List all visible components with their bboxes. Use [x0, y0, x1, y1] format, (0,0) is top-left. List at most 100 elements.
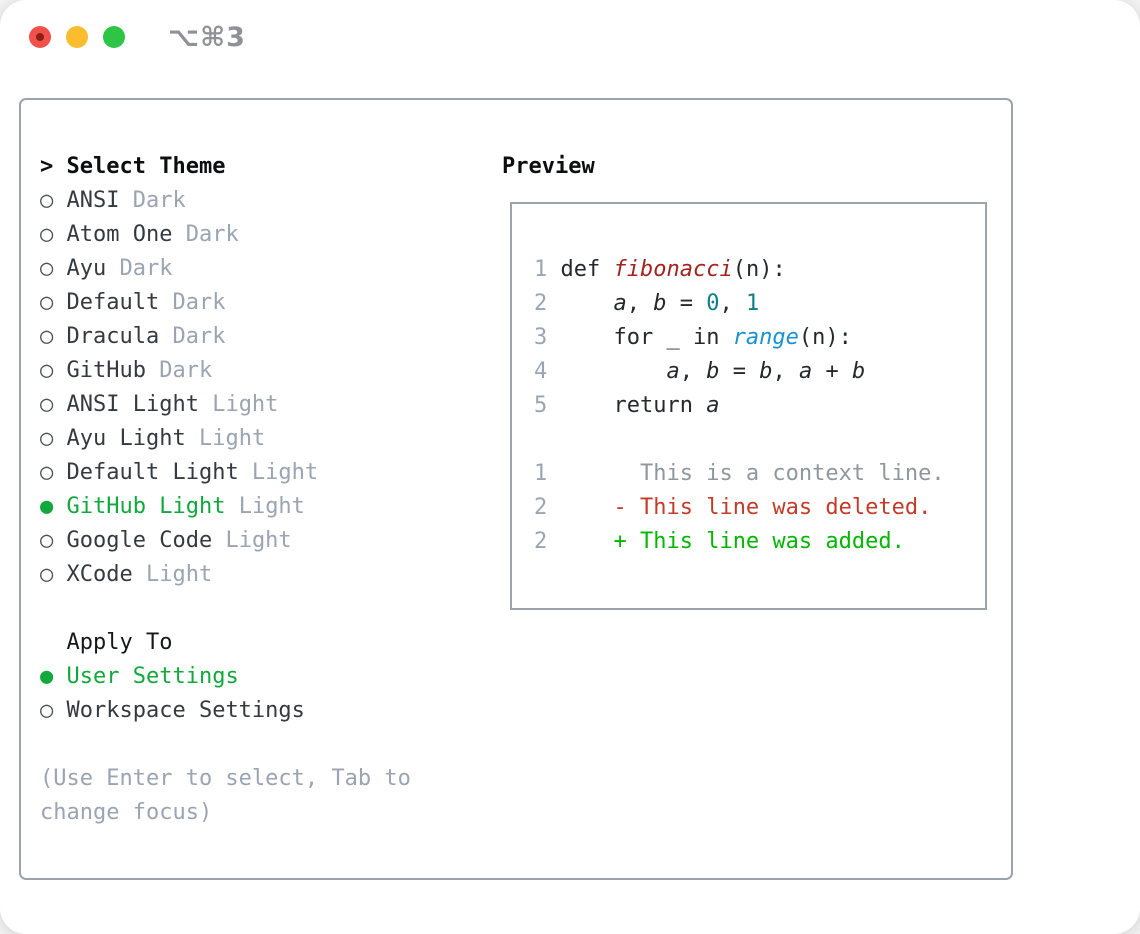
theme-option[interactable]: ○ Google Code Light [40, 524, 440, 558]
radio-icon: ○ [40, 528, 67, 553]
radio-icon: ● [40, 494, 67, 519]
line-number: 2 [534, 291, 561, 316]
radio-icon: ○ [40, 460, 67, 485]
keyboard-hint: (Use Enter to select, Tab to change focu… [40, 766, 411, 825]
code-token: = [719, 359, 760, 384]
code-token [561, 529, 614, 554]
prompt-icon: > [40, 154, 54, 179]
code-token: (n): [732, 257, 786, 282]
radio-icon: ○ [40, 256, 67, 281]
radio-icon: ○ [40, 324, 67, 349]
variant-tag: Light [225, 494, 305, 519]
code-token: + [812, 359, 852, 384]
option-label: Google Code [66, 528, 213, 553]
code-token: a [798, 359, 813, 384]
code-token: - This line was deleted. [613, 495, 932, 520]
code-token: + This line was added. [613, 529, 905, 554]
radio-icon: ○ [40, 562, 67, 587]
theme-option[interactable]: ○ Ayu Light Light [40, 422, 440, 456]
code-token: b [653, 291, 667, 316]
variant-tag: Dark [145, 358, 213, 383]
line-number: 2 [534, 529, 561, 554]
variant-tag: Dark [159, 290, 226, 315]
spacer [40, 728, 440, 762]
code-token: a [706, 393, 720, 418]
preview-title: Preview [502, 154, 595, 179]
theme-option[interactable]: ○ Atom One Dark [40, 218, 440, 252]
apply-to-list: ● User Settings○ Workspace Settings [40, 660, 440, 728]
code-token: (n): [798, 325, 852, 350]
spacer [40, 592, 440, 626]
option-label: User Settings [66, 664, 239, 689]
radio-icon: ● [40, 664, 67, 689]
code-line: 1 This is a context line. [534, 457, 985, 491]
option-label: Atom One [66, 222, 173, 247]
code-token: b [706, 359, 720, 384]
option-label: GitHub [66, 358, 146, 383]
code-token: return [560, 393, 707, 418]
minimize-button[interactable] [66, 26, 88, 48]
right-column: Preview 1 def fibonacci(n):2 a, b = 0, 1… [502, 150, 987, 610]
code-token: def [560, 257, 614, 282]
modified-dot-icon [36, 33, 44, 41]
variant-tag: Light [185, 426, 266, 451]
code-line: 1 def fibonacci(n): [534, 253, 985, 287]
apply-to-header: Apply To [40, 626, 440, 660]
code-token: , [626, 291, 654, 316]
window-title: ⌥⌘3 [168, 22, 246, 53]
line-number: 1 [534, 461, 561, 486]
code-token: range [732, 325, 799, 350]
code-token [561, 359, 667, 384]
code-token: This is a context line. [560, 461, 945, 486]
code-token: , [719, 291, 746, 316]
theme-option[interactable]: ○ Default Dark [40, 286, 440, 320]
code-line [534, 423, 985, 457]
code-token: for _ in [560, 325, 733, 350]
variant-tag: Light [198, 392, 279, 417]
line-number: 4 [534, 359, 561, 384]
titlebar: ⌥⌘3 [0, 0, 1140, 74]
theme-option[interactable]: ○ Dracula Dark [40, 320, 440, 354]
apply-to-option[interactable]: ● User Settings [40, 660, 440, 694]
option-label: XCode [66, 562, 133, 587]
radio-icon: ○ [40, 426, 67, 451]
code-line: 2 - This line was deleted. [534, 491, 985, 525]
code-line: 5 return a [534, 389, 985, 423]
theme-option[interactable]: ○ XCode Light [40, 558, 440, 592]
theme-option[interactable]: ○ Ayu Dark [40, 252, 440, 286]
code-line: 3 for _ in range(n): [534, 321, 985, 355]
code-token: b [851, 359, 866, 384]
line-number: 1 [534, 257, 561, 282]
code-line: 4 a, b = b, a + b [534, 355, 985, 389]
code-token: , [772, 359, 799, 384]
theme-option[interactable]: ● GitHub Light Light [40, 490, 440, 524]
code-token [561, 291, 614, 316]
code-token: , [679, 359, 707, 384]
option-label: Workspace Settings [66, 698, 305, 723]
theme-option[interactable]: ○ GitHub Dark [40, 354, 440, 388]
apply-to-option[interactable]: ○ Workspace Settings [40, 694, 440, 728]
line-number: 2 [534, 495, 561, 520]
theme-option[interactable]: ○ ANSI Light Light [40, 388, 440, 422]
zoom-button[interactable] [103, 26, 125, 48]
radio-icon: ○ [40, 392, 67, 417]
radio-icon: ○ [40, 358, 67, 383]
option-label: Ayu Light [66, 426, 186, 451]
variant-tag: Light [132, 562, 213, 587]
close-button[interactable] [29, 26, 51, 48]
code-line: 2 + This line was added. [534, 525, 985, 559]
line-number: 3 [534, 325, 561, 350]
code-token: 1 [745, 291, 760, 316]
theme-option[interactable]: ○ ANSI Dark [40, 184, 440, 218]
theme-option[interactable]: ○ Default Light Light [40, 456, 440, 490]
option-label: ANSI [66, 188, 120, 213]
select-theme-title: Select Theme [66, 154, 226, 179]
option-label: Dracula [66, 324, 160, 349]
option-label: ANSI Light [66, 392, 199, 417]
option-label: Default [66, 290, 160, 315]
code-token: = [666, 291, 707, 316]
code-token: b [759, 359, 773, 384]
radio-icon: ○ [40, 188, 67, 213]
